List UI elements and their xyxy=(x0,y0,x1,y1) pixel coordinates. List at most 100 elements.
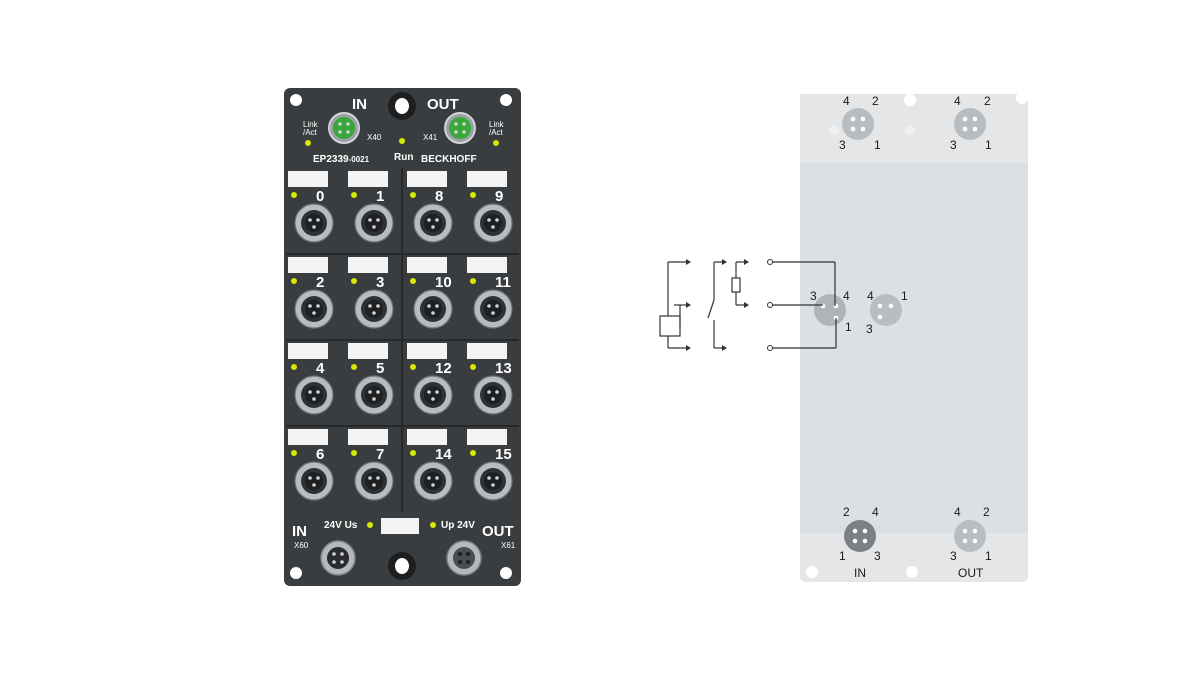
model-name: EP2339 xyxy=(313,154,349,165)
channel-6[interactable]: 6 xyxy=(288,429,334,501)
channel-9[interactable]: 9 xyxy=(467,171,513,243)
run-led xyxy=(399,138,405,144)
socket-pin xyxy=(487,304,491,308)
m8-socket-insert xyxy=(305,300,323,318)
up-label: Up 24V xyxy=(441,520,475,531)
connection-diagram-graphic: 4 2 3 1 4 2 3 1 3 4 1 4 1 3 xyxy=(659,92,1028,582)
channel-8[interactable]: 8 xyxy=(407,171,453,243)
socket-pin xyxy=(316,476,320,480)
channel-12[interactable]: 12 xyxy=(407,343,453,415)
x60-label: X60 xyxy=(294,541,309,550)
terminal xyxy=(767,302,773,308)
socket-pin xyxy=(487,390,491,394)
channel-number: 14 xyxy=(435,446,452,463)
channel-led xyxy=(410,278,416,284)
model-suffix: -0021 xyxy=(349,155,370,164)
socket-pin xyxy=(372,225,376,229)
socket-pin xyxy=(312,397,316,401)
diag-center-right-connector xyxy=(870,294,902,326)
socket-pin xyxy=(487,218,491,222)
x60-insert xyxy=(327,547,349,569)
channel-led xyxy=(410,450,416,456)
channel-label-box xyxy=(348,429,388,445)
socket-pin xyxy=(427,476,431,480)
tr-pin-4: 4 xyxy=(954,94,961,108)
channel-label-box xyxy=(467,171,507,187)
tl-pin-3: 3 xyxy=(839,138,846,152)
diag-pin xyxy=(820,303,826,309)
wiring-schematic xyxy=(659,261,837,349)
x60-pin xyxy=(340,560,344,564)
x60-pin xyxy=(332,560,336,564)
socket-pin xyxy=(435,390,439,394)
in-label: IN xyxy=(352,96,367,113)
tr-pin-1: 1 xyxy=(985,138,992,152)
br-pin-2: 2 xyxy=(983,505,990,519)
socket-pin xyxy=(312,311,316,315)
channel-led xyxy=(470,192,476,198)
channel-label-box xyxy=(467,429,507,445)
up-led xyxy=(430,522,436,528)
channel-5[interactable]: 5 xyxy=(348,343,394,415)
channel-label-box xyxy=(348,257,388,273)
br-pin-3: 3 xyxy=(950,549,957,563)
socket-pin xyxy=(376,218,380,222)
m8-socket-insert xyxy=(424,386,442,404)
channel-11[interactable]: 11 xyxy=(467,257,513,329)
channel-label-box xyxy=(467,257,507,273)
link-act-right-led xyxy=(493,140,499,146)
diag-center-left-connector xyxy=(814,294,846,326)
channel-7[interactable]: 7 xyxy=(348,429,394,501)
channel-10[interactable]: 10 xyxy=(407,257,453,329)
m8-socket-insert xyxy=(365,472,383,490)
mount-hole-bottom-right xyxy=(500,567,512,579)
channel-0[interactable]: 0 xyxy=(288,171,334,243)
socket-pin xyxy=(368,476,372,480)
power-label-box xyxy=(381,518,419,534)
channel-14[interactable]: 14 xyxy=(407,429,453,501)
arrowhead xyxy=(722,259,727,265)
diag-pin xyxy=(962,528,968,534)
link-act-left-led xyxy=(305,140,311,146)
cl-pin-4: 4 xyxy=(843,289,850,303)
arrowheads xyxy=(686,259,749,351)
socket-pin xyxy=(372,483,376,487)
socket-pin xyxy=(308,218,312,222)
socket-pin xyxy=(435,476,439,480)
channel-4[interactable]: 4 xyxy=(288,343,334,415)
bl-pin-2: 2 xyxy=(843,505,850,519)
channel-label-box xyxy=(467,343,507,359)
channel-led xyxy=(351,192,357,198)
cr-pin-1: 1 xyxy=(901,289,908,303)
diag-pin xyxy=(833,303,839,309)
socket-pin xyxy=(368,218,372,222)
x61-insert xyxy=(453,547,475,569)
resistor xyxy=(731,277,741,293)
x41-pin xyxy=(454,130,458,134)
socket-pin xyxy=(435,218,439,222)
channel-label-box xyxy=(288,343,328,359)
channel-2[interactable]: 2 xyxy=(288,257,334,329)
diagram-body xyxy=(800,163,1028,533)
channel-3[interactable]: 3 xyxy=(348,257,394,329)
x61-socket xyxy=(466,552,470,556)
channel-13[interactable]: 13 xyxy=(467,343,513,415)
tr-pin-3: 3 xyxy=(950,138,957,152)
x61-socket xyxy=(458,552,462,556)
diagram-dimple xyxy=(905,125,915,135)
diag-top-right-connector xyxy=(954,108,986,140)
channel-number: 2 xyxy=(316,274,324,291)
channel-label-box xyxy=(288,257,328,273)
socket-pin xyxy=(491,397,495,401)
run-label: Run xyxy=(394,152,413,163)
channel-number: 15 xyxy=(495,446,512,463)
channel-led xyxy=(470,364,476,370)
channel-1[interactable]: 1 xyxy=(348,171,394,243)
link-act-left-line2: /Act xyxy=(303,128,318,137)
bl-pin-4: 4 xyxy=(872,505,879,519)
socket-pin xyxy=(431,397,435,401)
m8-socket-insert xyxy=(484,472,502,490)
tl-pin-4: 4 xyxy=(843,94,850,108)
diagram-hole-bottom-left xyxy=(806,566,818,578)
channel-15[interactable]: 15 xyxy=(467,429,513,501)
